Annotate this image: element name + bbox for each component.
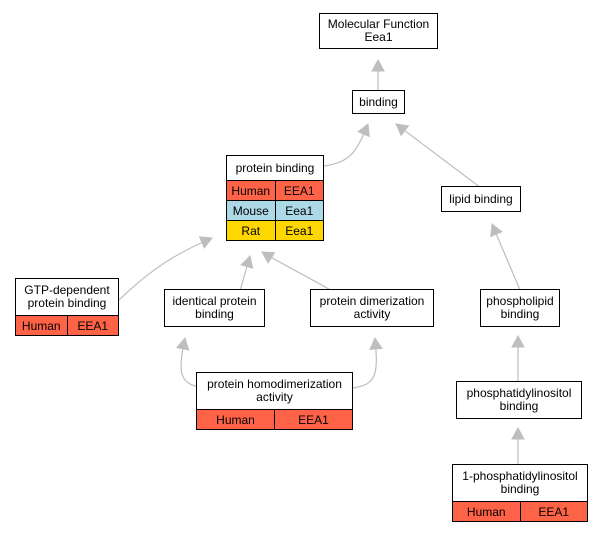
species-row-mouse: Mouse Eea1 — [227, 200, 323, 220]
arrowhead-lipid-binding-to-binding — [395, 123, 410, 137]
gene-cell: EEA1 — [274, 410, 352, 429]
node-title-line: binding — [359, 94, 398, 109]
edge-lipid-binding-to-binding — [395, 123, 482, 189]
node-title-line: Eea1 — [364, 30, 393, 44]
node-title-line: identical protein — [172, 294, 257, 308]
node-title-line: binding — [500, 307, 540, 321]
arrowhead-1-phosphatidylinositol-binding-to-phosphatidylinositol-binding — [511, 426, 525, 440]
node-title-line: Molecular Function — [327, 17, 430, 31]
gene-cell: Eea1 — [274, 221, 324, 240]
arrowhead-gtp-dependent-protein-binding-to-protein-binding — [198, 236, 213, 249]
species-row-human: Human EEA1 — [197, 409, 352, 429]
node-title-line: phospholipid — [486, 294, 554, 308]
node-lipid-binding[interactable]: lipid binding — [441, 186, 521, 212]
node-binding[interactable]: binding — [352, 90, 405, 114]
species-row-human: Human EEA1 — [453, 501, 587, 521]
arrowhead-identical-protein-binding-to-protein-binding — [240, 254, 254, 269]
gene-cell: EEA1 — [66, 316, 119, 335]
arrowhead-binding-to-molecular-function — [371, 58, 385, 72]
arrowhead-phosphatidylinositol-binding-to-phospholipid-binding — [511, 334, 525, 348]
arrowhead-protein-homodimerization-activity-to-identical-protein-binding — [175, 336, 190, 351]
node-title-line: protein binding — [27, 296, 107, 310]
node-title-line: binding — [499, 399, 539, 413]
node-title-line: binding — [195, 307, 234, 321]
node-title-line: phosphatidylinositol — [466, 386, 572, 400]
edge-protein-dimerization-activity-to-protein-binding — [261, 251, 333, 292]
node-title-line: lipid binding — [449, 191, 513, 206]
node-title: binding — [353, 91, 404, 113]
node-title-line: protein homodimerization — [207, 377, 342, 391]
species-cell: Human — [231, 183, 271, 198]
node-title-line: protein binding — [235, 160, 315, 175]
species-cell: Rat — [241, 223, 261, 238]
gene-cell: EEA1 — [274, 181, 324, 200]
node-title-line: activity — [256, 390, 293, 404]
arrowhead-phospholipid-binding-to-lipid-binding — [490, 223, 503, 238]
species-row-human: Human EEA1 — [16, 315, 118, 335]
arrowhead-protein-dimerization-activity-to-protein-binding — [261, 251, 276, 264]
node-title-line: activity — [353, 307, 391, 321]
species-cell: Human — [466, 504, 506, 519]
node-title: protein binding — [227, 156, 323, 180]
node-title: lipid binding — [442, 187, 520, 211]
arrowhead-protein-homodimerization-activity-to-protein-dimerization-activity — [369, 336, 383, 351]
gene-cell: EEA1 — [519, 502, 588, 521]
gene-cell: Eea1 — [274, 201, 324, 220]
edge-gtp-dependent-protein-binding-to-protein-binding — [118, 237, 213, 301]
node-title-line: GTP-dependent — [24, 283, 110, 297]
species-row-rat: Rat Eea1 — [227, 220, 323, 240]
edge-phospholipid-binding-to-lipid-binding — [491, 223, 521, 291]
species-cell: Human — [216, 412, 255, 427]
node-title-line: 1-phosphatidylinositol — [462, 469, 578, 483]
species-cell: Mouse — [232, 203, 269, 218]
node-title-line: protein dimerization — [319, 294, 425, 308]
arrowhead-protein-binding-to-binding — [357, 123, 370, 138]
node-title-line: binding — [500, 482, 540, 496]
species-cell: Human — [21, 318, 61, 333]
